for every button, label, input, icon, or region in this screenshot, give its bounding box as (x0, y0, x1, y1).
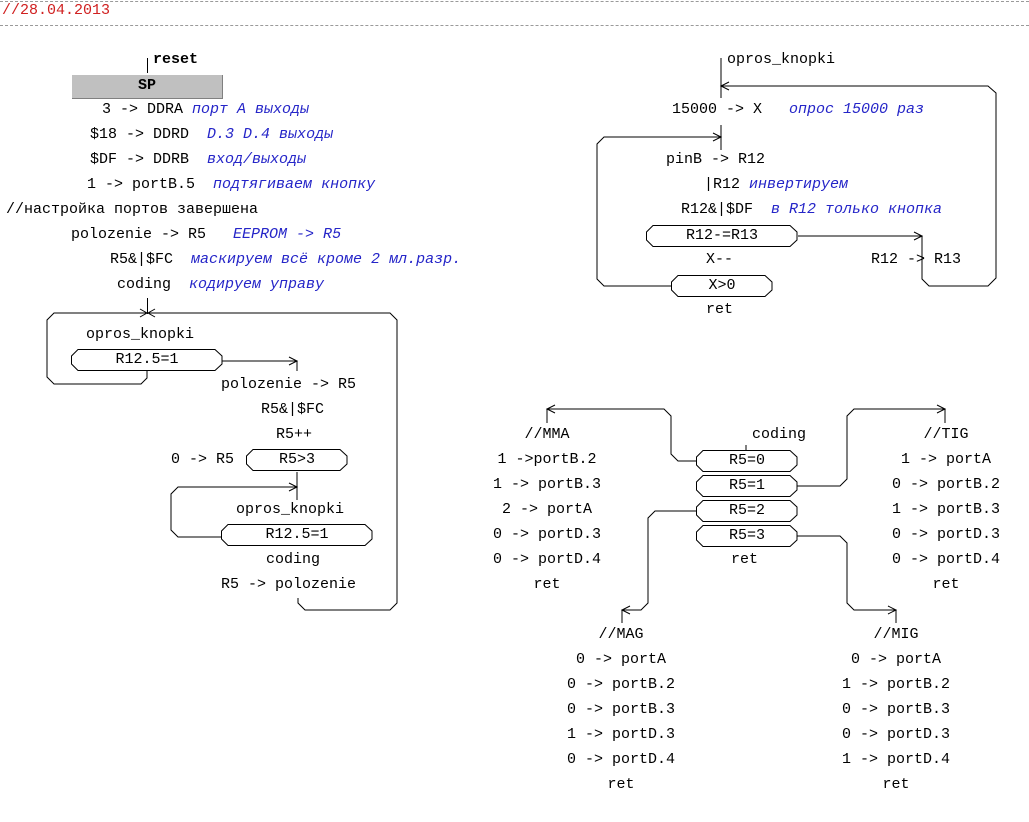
call-opros-knopki: opros_knopki (86, 326, 195, 343)
loop-step: R5 -> polozenie (221, 576, 357, 593)
branch-step: 1 -> portB.2 (841, 676, 951, 693)
return-step: ret (533, 576, 561, 593)
condition-block: R5>3 (246, 449, 348, 471)
count-loop-line (596, 136, 721, 287)
branch-step: 0 -> portB.3 (566, 701, 676, 718)
condition-block: R12.5=1 (71, 349, 223, 371)
branch-step: 2 -> portA (501, 501, 593, 518)
outer-loop-line (147, 312, 398, 611)
loop-step: coding (266, 551, 321, 568)
reset-branch: 0 -> R5 (171, 451, 235, 468)
branch-title: //TIG (923, 426, 969, 443)
branch-step: 0 -> portD.4 (492, 551, 602, 568)
branch-step: 1 -> portD.3 (566, 726, 676, 743)
branch-title: //MMA (524, 426, 570, 443)
init-step: 15000 -> X опрос 15000 раз (672, 101, 925, 118)
return-step: ret (731, 551, 759, 568)
init-step: 3 -> DDRA порт А выходы (102, 101, 310, 118)
branch-step: 1 -> portA (900, 451, 992, 468)
invert-step: |R12 инвертируем (704, 176, 849, 193)
init-step: $DF -> DDRB вход/выходы (90, 151, 307, 168)
branch-step: 0 -> portD.4 (891, 551, 1001, 568)
section-comment: //настройка портов завершена (6, 201, 259, 218)
branch-step: 0 -> portB.2 (891, 476, 1001, 493)
load-step: coding кодируем управу (117, 276, 325, 293)
load-step: polozenie -> R5 EEPROM -> R5 (71, 226, 342, 243)
return-step: ret (932, 576, 960, 593)
loop-step: R5&|$FC (261, 401, 325, 418)
outer-loop-line-2 (721, 85, 997, 287)
return-step: ret (607, 776, 635, 793)
store-step: R12 -> R13 (871, 251, 962, 268)
read-step: pinB -> R12 (666, 151, 766, 168)
entry-label: reset (153, 51, 199, 68)
branch-step: 1 ->portB.2 (497, 451, 597, 468)
branch-step: 0 -> portD.3 (492, 526, 602, 543)
branch-step: 0 -> portD.3 (841, 726, 951, 743)
loop-step: polozenie -> R5 (221, 376, 357, 393)
branch-step: 0 -> portA (575, 651, 667, 668)
branch-step: 1 -> portB.3 (492, 476, 602, 493)
condition-block: R5=2 (696, 500, 798, 522)
condition-block: R5=0 (696, 450, 798, 472)
branch-title: //MIG (873, 626, 919, 643)
branch-step: 1 -> portB.3 (891, 501, 1001, 518)
branch-title: //MAG (598, 626, 644, 643)
branch-step: 0 -> portA (850, 651, 942, 668)
branch-step: 0 -> portB.2 (566, 676, 676, 693)
mask-step: R12&|$DF в R12 только кнопка (681, 201, 943, 218)
branch-mag-line (621, 510, 696, 623)
loop-step: R5++ (276, 426, 313, 443)
sp-block: SP (72, 75, 223, 99)
condition-block: R5=1 (696, 475, 798, 497)
branch-step: 0 -> portB.3 (841, 701, 951, 718)
date-comment: //28.04.2013 (2, 2, 111, 19)
condition-block: R12.5=1 (221, 524, 373, 546)
wait-loop-line (46, 312, 148, 385)
subroutine-label: coding (752, 426, 807, 443)
branch-step: 1 -> portD.4 (841, 751, 951, 768)
call-opros-knopki: opros_knopki (236, 501, 345, 518)
condition-block: R5=3 (696, 525, 798, 547)
condition-block: X>0 (671, 275, 773, 297)
branch-step: 0 -> portD.3 (891, 526, 1001, 543)
separator-top (0, 1, 1029, 2)
wait-loop2-line (170, 486, 297, 538)
return-step: ret (882, 776, 910, 793)
decrement-step: X-- (706, 251, 734, 268)
branch-mig-line (797, 535, 897, 623)
branch-tig-line (797, 408, 946, 487)
branch-step: 0 -> portD.4 (566, 751, 676, 768)
init-step: 1 -> portB.5 подтягиваем кнопку (87, 176, 376, 193)
branch-line (222, 360, 298, 371)
return-step: ret (706, 301, 734, 318)
separator-bottom (0, 25, 1029, 26)
init-step: $18 -> DDRD D.3 D.4 выходы (90, 126, 334, 143)
load-step: R5&|$FC маскируем всё кроме 2 мл.разр. (110, 251, 462, 268)
subroutine-label: opros_knopki (727, 51, 836, 68)
condition-block: R12-=R13 (646, 225, 798, 247)
